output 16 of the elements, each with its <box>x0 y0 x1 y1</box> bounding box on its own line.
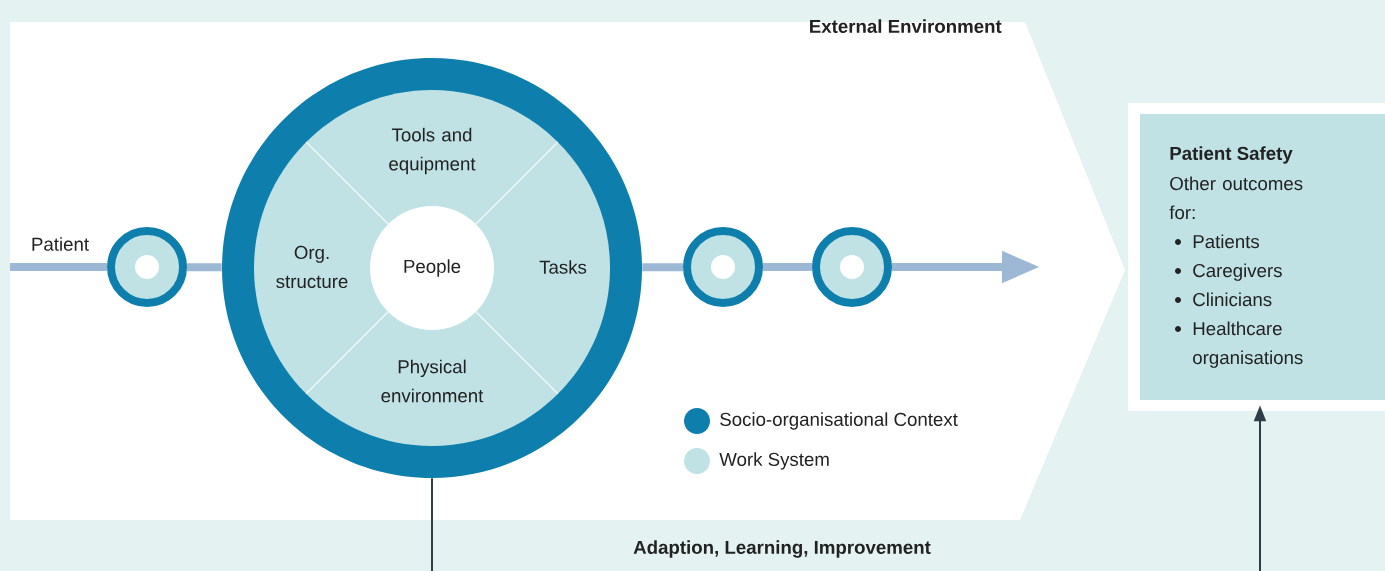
list-item: Patients <box>1193 234 1260 249</box>
legend-label: Socio-organisational Context <box>720 412 958 430</box>
sector-label: Org. structure <box>276 245 348 289</box>
list-item: Caregivers <box>1193 263 1282 281</box>
edge-label: Patient <box>32 237 89 251</box>
box-heading: Patient Safety <box>1170 146 1293 164</box>
sector-label: Tools and equipment <box>389 127 476 175</box>
bottom-caption: Adaption, Learning, Improvement <box>633 540 931 558</box>
sector-label: Tasks <box>539 260 587 274</box>
list-item: Clinicians <box>1193 292 1272 307</box>
wheel-circle <box>222 58 642 478</box>
box-text: Other outcomes for: <box>1169 176 1303 220</box>
list-item: Healthcare organisations <box>1193 321 1303 368</box>
connector-line <box>431 477 433 571</box>
sector-label: Physical environment <box>381 359 484 403</box>
legend-label: Work System <box>719 452 829 470</box>
